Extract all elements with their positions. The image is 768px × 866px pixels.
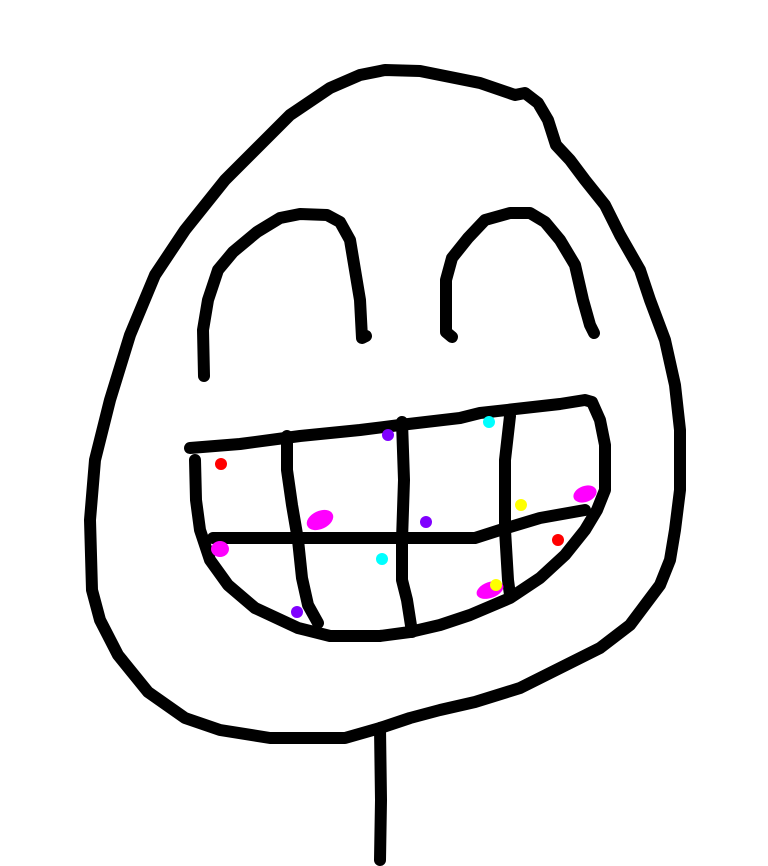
color-dot bbox=[552, 534, 564, 546]
color-dot bbox=[291, 606, 303, 618]
mouth-outline bbox=[184, 394, 611, 642]
color-dot bbox=[382, 429, 394, 441]
tooth-divider-3 bbox=[499, 410, 516, 601]
color-dot bbox=[483, 416, 495, 428]
magenta-blob bbox=[306, 509, 334, 531]
color-dot bbox=[376, 553, 388, 565]
tooth-divider-1 bbox=[281, 430, 324, 629]
color-dot bbox=[515, 499, 527, 511]
right-eye bbox=[440, 207, 600, 343]
color-dot bbox=[490, 579, 502, 591]
magenta-blob bbox=[573, 485, 597, 503]
color-dot bbox=[215, 458, 227, 470]
tooth-divider-2 bbox=[396, 416, 418, 638]
stick-neck bbox=[374, 722, 387, 866]
magenta-blob bbox=[211, 541, 229, 557]
color-dot bbox=[420, 516, 432, 528]
left-eye bbox=[197, 208, 372, 382]
head-outline bbox=[84, 64, 686, 744]
colored-dots bbox=[215, 416, 564, 618]
